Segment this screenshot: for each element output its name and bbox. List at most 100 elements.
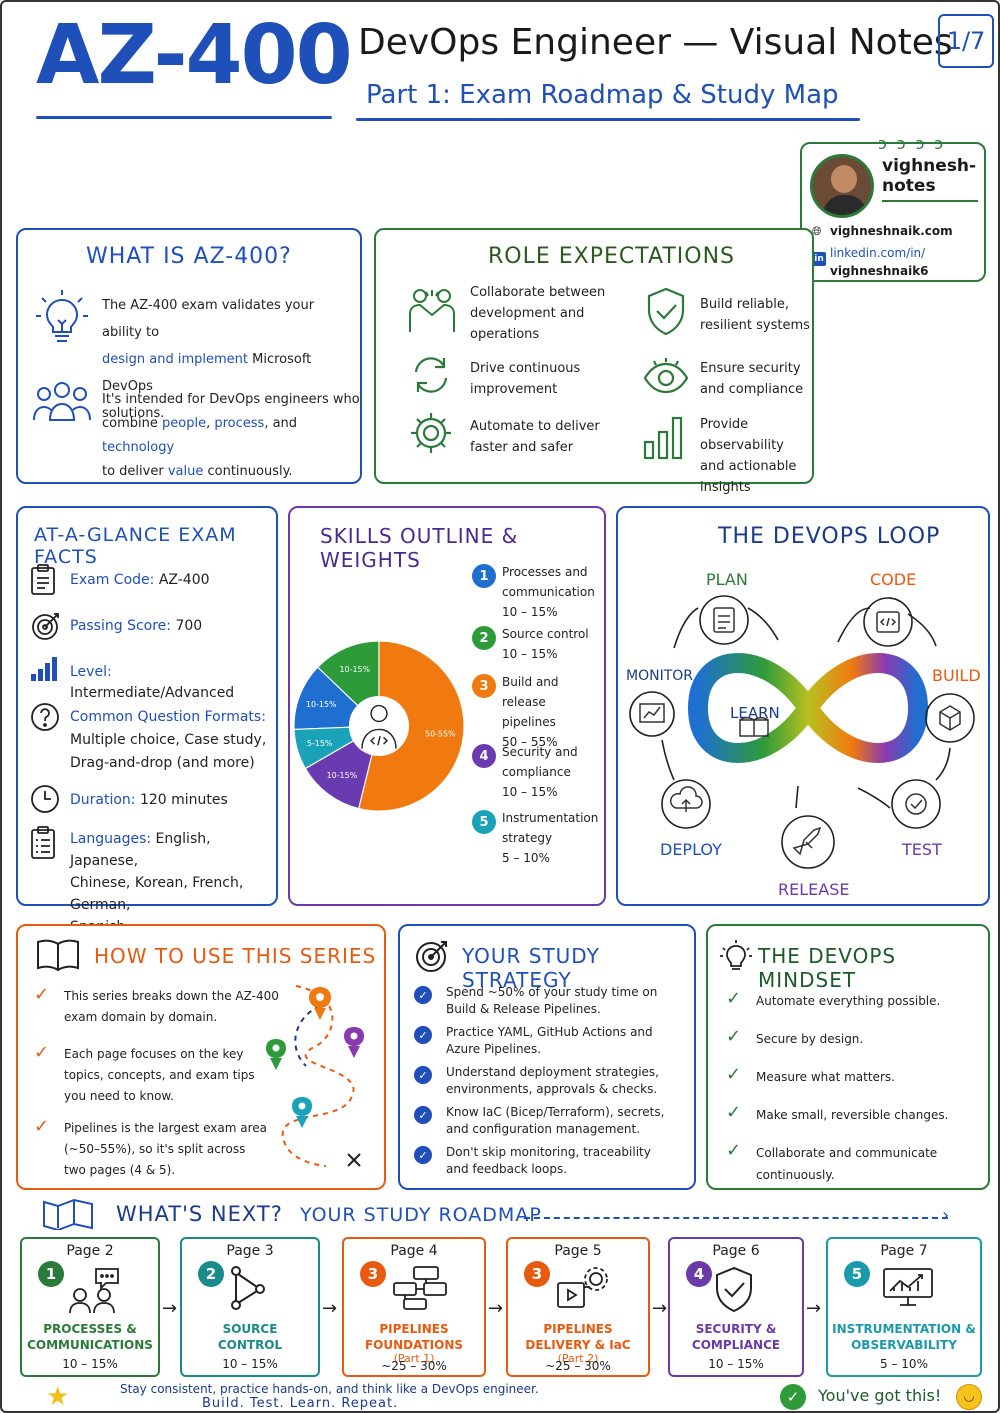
roadmap-page-label: Page 7 [880,1243,928,1259]
mindset-check-icon: ✓ [726,1102,742,1123]
roadmap-page-label: Page 4 [390,1243,438,1259]
plan-node [699,595,749,645]
target-arrow-icon [414,938,450,974]
monitor-node [629,691,675,737]
what-is-p2: It's intended for DevOps engineers who c… [102,392,360,479]
fact-level: Level: Intermediate/Advanced [70,664,235,701]
smiley-icon: ◡ [956,1384,982,1410]
fact-duration: Duration: 120 minutes [70,792,228,808]
roadmap-title-b: YOUR STUDY ROADMAP [300,1204,542,1226]
skill-number-badge: 5 [472,810,496,834]
release-node [781,815,835,869]
roadmap-arrow-icon: → [652,1298,668,1319]
linkedin-link-1[interactable]: linkedin.com/in/ [830,246,926,260]
shield-icon [712,1265,756,1313]
map-pin-teal [292,1097,312,1128]
spiral-rings: ᴐᴐᴐᴐ [878,134,954,153]
roadmap-page-label: Page 5 [554,1243,602,1259]
logo-title: AZ-400 [36,8,353,103]
level-bars-icon [30,656,60,682]
roadmap-name: PROCESSES &COMMUNICATIONS [27,1322,153,1352]
skill-number-badge: 4 [472,744,496,768]
howto-panel: HOW TO USE THIS SERIES ✓ This series bre… [16,924,386,1190]
fact-score: Passing Score: 700 [70,618,203,634]
roadmap-number-badge: 1 [38,1261,64,1287]
strategy-panel: YOUR STUDY STRATEGY ✓ Spend ~50% of your … [398,924,696,1190]
website-link[interactable]: vighneshnaik.com [830,224,953,238]
test-node [891,779,941,829]
roadmap-percent: 10 – 15% [222,1357,278,1371]
strategy-check-icon: ✓ [414,1026,432,1044]
facts-panel: AT-A-GLANCE EXAM FACTS Exam Code: AZ-400… [16,506,278,935]
roadmap-arrow-icon: → [806,1298,822,1319]
howto-title: HOW TO USE THIS SERIES [94,944,377,968]
question-icon [30,702,60,732]
mindset-title: THE DEVOPS MINDSET [758,944,897,992]
strategy-item-3: Understand deployment strategies,environ… [446,1065,659,1096]
roadmap-arrow-icon: → [488,1298,504,1319]
facts-title: AT-A-GLANCE EXAM FACTS [34,524,237,568]
roadmap-title-a: WHAT'S NEXT? [116,1202,283,1226]
map-pin-orange [309,987,331,1020]
roadmap-number-badge: 3 [360,1261,386,1287]
what-is-panel: WHAT IS AZ-400? The AZ-400 exam validate… [16,228,362,484]
mindset-item-2: Secure by design. [756,1032,864,1046]
map-icon [42,1198,94,1230]
page-badge: 1/7 [938,14,994,68]
howto-check-2: ✓ [34,1042,50,1063]
skills-panel: SKILLS OUTLINE & WEIGHTS 10-15%10-15%50-… [288,506,606,906]
linkedin-icon: in [812,252,826,266]
roadmap-name: INSTRUMENTATION &OBSERVABILITY [832,1322,976,1352]
linkedin-link-2[interactable]: vighneshnaik6 [830,264,929,278]
pie-slice-3 [357,640,464,812]
roadmap-name: SECURITY &COMPLIANCE [691,1322,781,1352]
list-icon [30,826,56,860]
mindset-check-icon: ✓ [726,988,742,1009]
code-node [863,597,913,647]
eye-icon [642,356,690,396]
loop-plan-label: PLAN [706,570,748,589]
strategy-title: YOUR STUDY STRATEGY [462,944,600,992]
roadmap-dashed-arrow [524,1217,948,1219]
howto-item-3: Pipelines is the largest exam area(~50–5… [64,1121,268,1177]
footer-line-1: Stay consistent, practice hands-on, and … [120,1382,539,1396]
author-name-1: vighnesh- [882,156,977,176]
map-pin-purple [344,1027,364,1058]
author-card: ᴐᴐᴐᴐ vighnesh- notes 🌐︎ vighneshnaik.com… [800,134,986,282]
devops-loop-diagram [629,595,975,869]
pie-label-1: 10-15% [306,700,337,709]
globe-icon: 🌐︎ [812,224,822,238]
monitor-chart-icon [880,1265,936,1309]
strategy-check-icon: ✓ [414,986,432,1004]
lightbulb-icon [34,286,90,346]
developer-icon [350,697,408,755]
footer-cheer: You've got this! [818,1386,942,1405]
roadmap-number-badge: 3 [524,1261,550,1287]
strategy-check-icon: ✓ [414,1106,432,1124]
flow-icon [390,1265,450,1311]
loop-panel: THE DEVOPS LOOP [616,506,990,906]
skill-number-badge: 1 [472,564,496,588]
roadmap-percent: ~25 – 30% [381,1359,447,1373]
loop-learn-label: LEARN [730,704,780,722]
deploy-gear-icon [554,1265,614,1311]
name-underline [882,200,978,202]
pie-slice-5 [294,726,355,770]
strategy-check-icon: ✓ [414,1066,432,1084]
mindset-check-icon: ✓ [726,1140,742,1161]
